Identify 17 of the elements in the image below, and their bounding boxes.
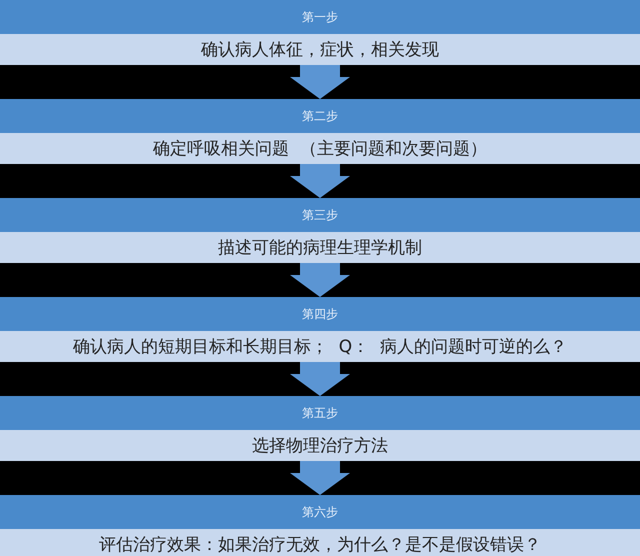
step-header: 第五步 [0,396,640,430]
down-arrow [290,263,350,297]
step-description: 确定呼吸相关问题 （主要问题和次要问题） [0,133,640,164]
down-arrow [290,461,350,495]
step-description: 评估治疗效果：如果治疗无效，为什么？是不是假设错误？ [0,529,640,556]
down-arrow [290,65,350,99]
step-header: 第二步 [0,99,640,133]
step-description: 确认病人的短期目标和长期目标； Q： 病人的问题时可逆的么？ [0,331,640,362]
down-arrow [290,362,350,396]
step-header: 第三步 [0,198,640,232]
step-header: 第四步 [0,297,640,331]
step-description: 描述可能的病理生理学机制 [0,232,640,263]
step-description: 确认病人体征，症状，相关发现 [0,34,640,65]
step-header: 第六步 [0,495,640,529]
step-header: 第一步 [0,0,640,34]
step-description: 选择物理治疗方法 [0,430,640,461]
down-arrow [290,164,350,198]
